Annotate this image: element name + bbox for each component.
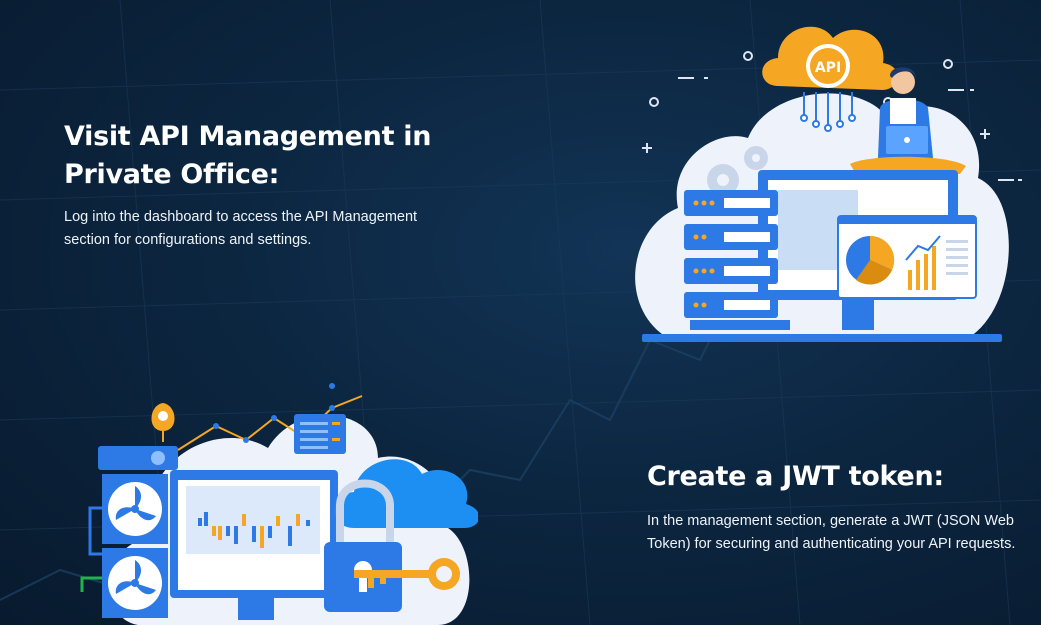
server-rack-icon xyxy=(684,190,790,330)
api-badge-label: API xyxy=(815,60,841,76)
server-fan-tower-icon xyxy=(80,446,178,618)
section-title: Create a JWT token: xyxy=(647,461,944,492)
analytics-panel-icon xyxy=(837,215,977,299)
section-description: Log into the dashboard to access the API… xyxy=(64,209,418,248)
status-panel-icon xyxy=(294,414,346,454)
location-pin-icon xyxy=(151,402,175,442)
section-description: In the management section, generate a JW… xyxy=(647,513,1016,552)
key-icon xyxy=(354,558,460,590)
step-visit-api-management: Visit API Management in Private Office: … xyxy=(64,118,464,252)
person-with-laptop-icon xyxy=(850,67,966,174)
step-create-jwt-token: Create a JWT token: In the management se… xyxy=(647,458,1039,556)
jwt-token-illustration xyxy=(80,383,478,625)
api-cloud-icon: API xyxy=(762,26,898,132)
monitor-bar-chart-icon xyxy=(170,470,338,620)
cloud-icon xyxy=(334,459,478,528)
section-title: Visit API Management in Private Office: xyxy=(64,121,432,190)
sparkle-decorations xyxy=(642,51,1022,181)
api-management-illustration: API xyxy=(635,26,1022,342)
